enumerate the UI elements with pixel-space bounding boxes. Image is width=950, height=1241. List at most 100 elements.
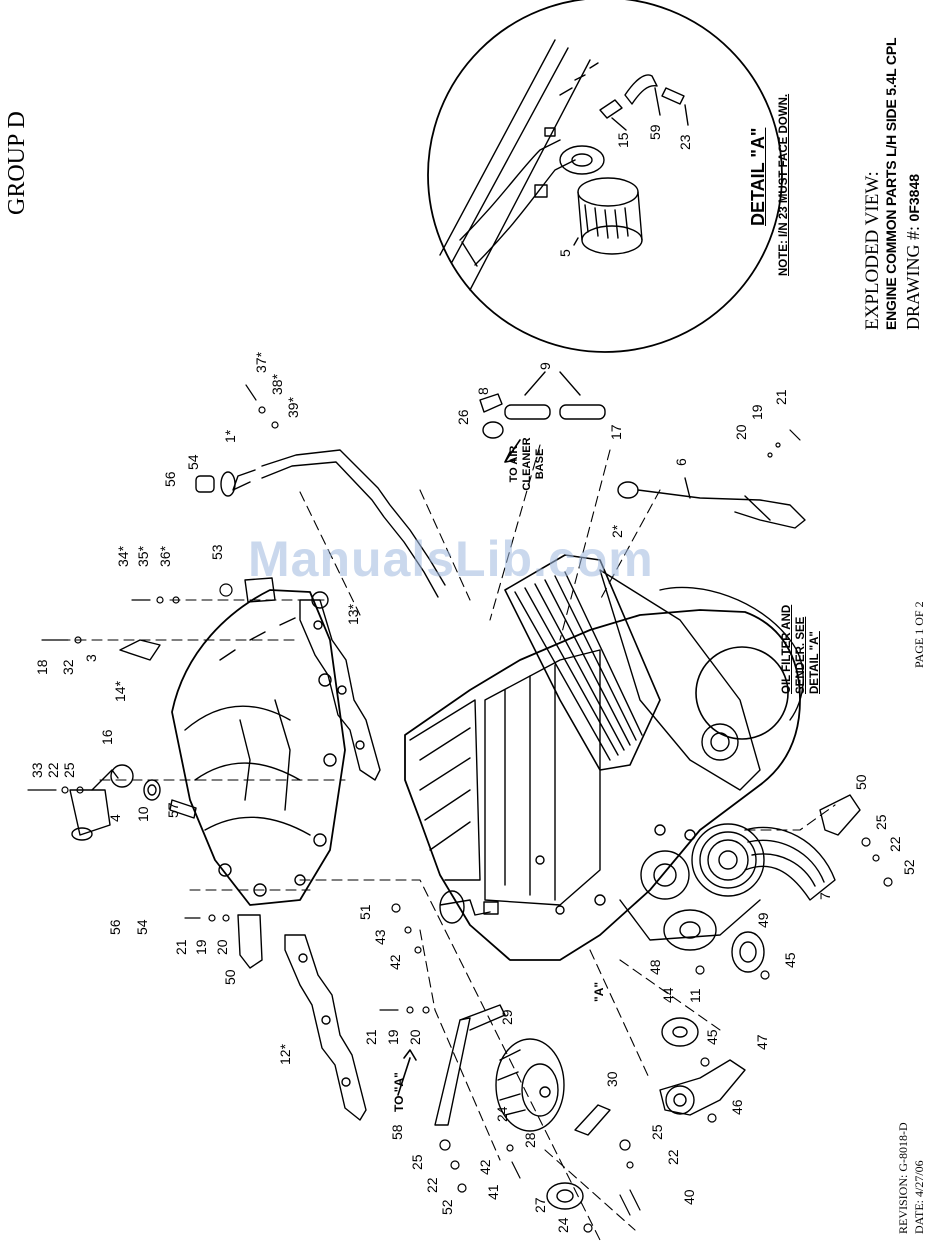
part-label-37-star: 37* xyxy=(253,351,269,373)
gasket-12 xyxy=(284,934,367,1121)
part-label-41: 41 xyxy=(485,1184,501,1200)
part-label-48: 48 xyxy=(647,959,663,975)
part-label-44: 44 xyxy=(660,987,676,1003)
part-label-19: 19 xyxy=(193,939,209,955)
thermostat-outlet xyxy=(69,764,197,841)
part-label-2-star: 2* xyxy=(609,524,625,538)
oil-filter xyxy=(577,177,643,255)
part-label-34-star: 34* xyxy=(115,545,131,567)
part-label-56: 56 xyxy=(162,471,178,487)
part-label-58: 58 xyxy=(389,1124,405,1140)
part-label-8: 8 xyxy=(475,387,491,395)
part-label-3: 3 xyxy=(83,654,99,662)
part-label-25: 25 xyxy=(873,814,889,830)
part-label-30: 30 xyxy=(604,1071,620,1087)
dipstick xyxy=(617,477,806,529)
title-line-1: EXPLODED VIEW: xyxy=(862,171,883,330)
air-cleaner-callout: TO AIR CLEANER BASE xyxy=(508,428,547,500)
drawing-prefix: DRAWING #: xyxy=(903,225,923,330)
part-label-33: 33 xyxy=(29,762,45,778)
part-label-59: 59 xyxy=(647,124,663,140)
page-number: PAGE 1 OF 2 xyxy=(912,601,926,668)
crank-pulley xyxy=(691,823,765,897)
part-label-15: 15 xyxy=(615,132,631,148)
group-heading: GROUP D xyxy=(4,111,30,215)
part-label-45: 45 xyxy=(704,1029,720,1045)
oil-filter-callout: OIL FILTER AND SENDER. SEE DETAIL "A" xyxy=(780,574,822,694)
part-label-24: 24 xyxy=(494,1106,510,1122)
drawing-number: 0F3848 xyxy=(906,173,922,222)
a-marker: "A" xyxy=(592,981,606,1002)
fasteners xyxy=(27,384,893,1233)
part-label-22: 22 xyxy=(45,762,61,778)
part-label-57: 57 xyxy=(165,802,181,818)
part-label-35-star: 35* xyxy=(135,545,151,567)
part-label-52: 52 xyxy=(439,1199,455,1215)
part-label-20: 20 xyxy=(733,424,749,440)
part-label-5: 5 xyxy=(557,249,573,257)
part-label-21: 21 xyxy=(773,389,789,405)
part-label-51: 51 xyxy=(357,904,373,920)
part-label-22: 22 xyxy=(424,1177,440,1193)
part-label-22: 22 xyxy=(665,1149,681,1165)
part-label-4: 4 xyxy=(107,814,123,822)
part-label-17: 17 xyxy=(608,424,624,440)
part-label-26: 26 xyxy=(455,409,471,425)
part-label-6: 6 xyxy=(673,458,689,466)
intake-manifold xyxy=(171,577,346,906)
part-label-38-star: 38* xyxy=(269,373,285,395)
part-label-21: 21 xyxy=(173,939,189,955)
oil-filter-callout-text: OIL FILTER AND SENDER. SEE DETAIL "A" xyxy=(781,604,821,694)
engine-block xyxy=(404,554,804,961)
fuel-line xyxy=(195,449,446,598)
idler-pulleys xyxy=(661,909,765,1047)
part-label-22: 22 xyxy=(887,836,903,852)
part-label-47: 47 xyxy=(754,1034,770,1050)
date: DATE: 4/27/06 xyxy=(912,1160,926,1234)
title-line-2: ENGINE COMMON PARTS L/H SIDE 5.4L CPL xyxy=(883,37,899,330)
part-label-20: 20 xyxy=(214,939,230,955)
part-label-11: 11 xyxy=(687,988,703,1003)
part-label-53: 53 xyxy=(209,544,225,560)
part-label-20: 20 xyxy=(407,1029,423,1045)
part-label-18: 18 xyxy=(34,659,50,675)
part-label-13-star: 13* xyxy=(345,603,361,625)
part-label-29: 29 xyxy=(499,1009,515,1025)
detail-a-circle xyxy=(427,0,783,353)
part-label-19: 19 xyxy=(385,1029,401,1045)
part-label-54: 54 xyxy=(134,919,150,935)
detail-title: DETAIL "A" xyxy=(748,127,768,226)
part-label-42: 42 xyxy=(387,954,403,970)
part-label-43: 43 xyxy=(372,929,388,945)
detail-note: NOTE: I/N 23 MUST FACE DOWN. xyxy=(778,93,790,276)
drawing-number-line: DRAWING #: 0F3848 xyxy=(903,174,924,330)
to-a-callout: TO "A" xyxy=(392,1072,406,1112)
part-label-54: 54 xyxy=(185,454,201,470)
watermark: ManualsLib.com xyxy=(248,531,654,587)
part-label-40: 40 xyxy=(681,1189,697,1205)
part-label-42: 42 xyxy=(477,1159,493,1175)
part-label-21: 21 xyxy=(363,1029,379,1045)
part-label-45: 45 xyxy=(782,952,798,968)
part-label-25: 25 xyxy=(409,1154,425,1170)
revision: REVISION: G-8018-D xyxy=(896,1122,910,1234)
part-label-19: 19 xyxy=(749,404,765,420)
part-label-12-star: 12* xyxy=(277,1043,293,1065)
part-label-56: 56 xyxy=(107,919,123,935)
part-label-28: 28 xyxy=(522,1132,538,1148)
part-label-46: 46 xyxy=(729,1099,745,1115)
part-label-25: 25 xyxy=(649,1124,665,1140)
part-label-50: 50 xyxy=(853,774,869,790)
belt-tensioner xyxy=(659,1059,746,1116)
part-label-27: 27 xyxy=(532,1197,548,1213)
serpentine-belt xyxy=(744,826,836,901)
part-label-9: 9 xyxy=(537,362,553,370)
part-label-25: 25 xyxy=(61,762,77,778)
part-label-32: 32 xyxy=(60,659,76,675)
air-cleaner-callout-text: TO AIR CLEANER BASE xyxy=(508,437,546,491)
air-cleaner-hose xyxy=(479,371,606,439)
part-label-16: 16 xyxy=(99,729,115,745)
